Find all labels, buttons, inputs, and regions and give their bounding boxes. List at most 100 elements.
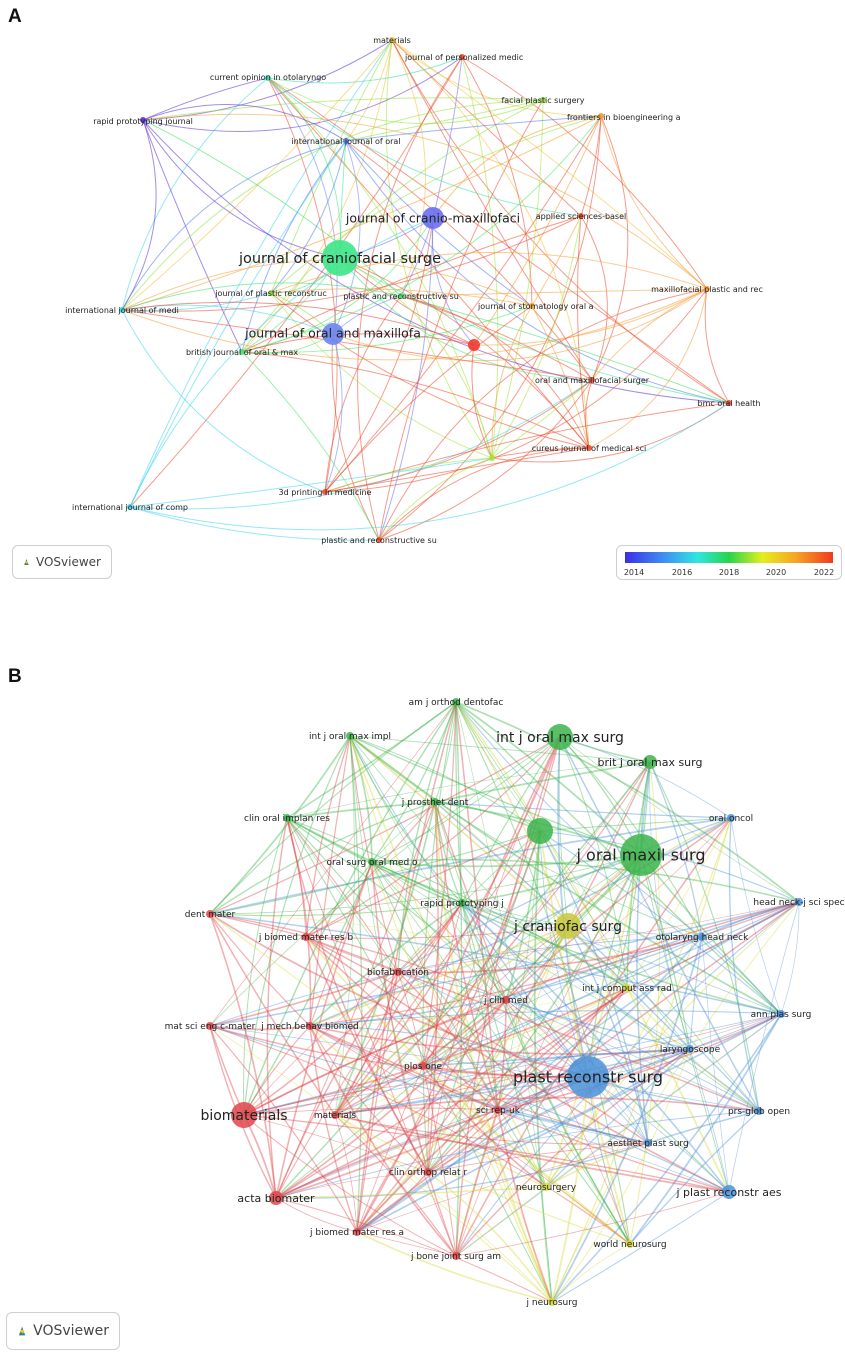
citation-link	[324, 447, 590, 493]
co-citation-link	[728, 817, 760, 1112]
journal-node[interactable]	[468, 339, 480, 351]
co-citation-link	[275, 1110, 760, 1199]
journal-node[interactable]	[119, 307, 125, 313]
journal-node[interactable]	[398, 293, 404, 299]
journal-node[interactable]	[777, 1010, 785, 1018]
journal-node[interactable]	[452, 698, 460, 706]
journal-node[interactable]	[322, 489, 328, 495]
co-citation-link	[455, 701, 541, 832]
journal-node[interactable]	[547, 724, 573, 750]
co-citation-link	[309, 936, 703, 1027]
journal-node[interactable]	[206, 910, 214, 918]
co-citation-link	[701, 901, 800, 938]
co-citation-link	[209, 902, 463, 917]
co-citation-link	[455, 1013, 782, 1257]
journal-node[interactable]	[206, 1022, 214, 1030]
co-citation-link	[455, 736, 561, 1257]
journal-node[interactable]	[502, 996, 510, 1004]
journal-node[interactable]	[431, 798, 439, 806]
journal-node[interactable]	[302, 933, 310, 941]
journal-node[interactable]	[239, 349, 245, 355]
citation-link	[345, 140, 730, 404]
journal-node[interactable]	[529, 303, 535, 309]
journal-node[interactable]	[265, 75, 271, 81]
journal-node[interactable]	[394, 968, 402, 976]
journal-node[interactable]	[140, 117, 146, 123]
journal-node[interactable]	[623, 984, 631, 992]
journal-node[interactable]	[643, 755, 657, 769]
journal-node[interactable]	[231, 1102, 257, 1128]
journal-node[interactable]	[727, 814, 735, 822]
journal-node[interactable]	[424, 1168, 432, 1176]
co-citation-link	[209, 1025, 649, 1144]
citation-link	[121, 288, 708, 361]
journal-node[interactable]	[422, 207, 444, 229]
journal-node[interactable]	[459, 54, 465, 60]
journal-node[interactable]	[268, 290, 274, 296]
co-citation-link	[640, 854, 782, 1015]
journal-node[interactable]	[283, 814, 291, 822]
journal-node[interactable]	[331, 1111, 339, 1119]
co-citation-link	[356, 701, 457, 1233]
journal-node[interactable]	[586, 445, 592, 451]
journal-node[interactable]	[489, 455, 495, 461]
journal-node[interactable]	[494, 1106, 502, 1114]
co-citation-link	[243, 701, 457, 1116]
journal-node[interactable]	[322, 240, 358, 276]
co-citation-link	[636, 761, 651, 1144]
journal-node[interactable]	[269, 1191, 283, 1205]
journal-node[interactable]	[620, 834, 662, 876]
journal-node[interactable]	[755, 1107, 763, 1115]
co-citation-link	[334, 925, 569, 1116]
journal-node[interactable]	[368, 858, 376, 866]
co-citation-link	[334, 830, 541, 1116]
citation-link	[339, 257, 493, 459]
journal-node[interactable]	[598, 113, 604, 119]
journal-node[interactable]	[343, 138, 349, 144]
journal-node[interactable]	[698, 933, 706, 941]
journal-node[interactable]	[626, 1240, 634, 1248]
citation-link	[461, 56, 499, 459]
journal-node[interactable]	[389, 37, 395, 43]
co-citation-link	[243, 1114, 730, 1193]
journal-node[interactable]	[353, 1228, 361, 1236]
journal-node[interactable]	[458, 899, 466, 907]
journal-node[interactable]	[686, 1045, 694, 1053]
co-citation-link	[497, 987, 628, 1111]
journal-node[interactable]	[548, 1298, 556, 1306]
co-citation-link	[434, 761, 651, 803]
journal-label: journal of stomatology oral a	[477, 302, 594, 311]
journal-node[interactable]	[704, 286, 710, 292]
journal-node[interactable]	[127, 504, 133, 510]
journal-node[interactable]	[567, 1056, 609, 1098]
co-citation-link	[455, 701, 463, 904]
journal-node[interactable]	[306, 1022, 314, 1030]
journal-node[interactable]	[555, 913, 581, 939]
journal-node[interactable]	[722, 1185, 736, 1199]
journal-node[interactable]	[452, 1252, 460, 1260]
journal-node[interactable]	[540, 97, 546, 103]
co-citation-link	[533, 830, 553, 1303]
journal-node[interactable]	[527, 818, 553, 844]
co-citation-link	[371, 861, 507, 1001]
journal-node[interactable]	[346, 732, 354, 740]
co-citation-link	[427, 761, 651, 1173]
journal-node[interactable]	[726, 400, 732, 406]
journal-node[interactable]	[376, 537, 382, 543]
journal-node[interactable]	[542, 1183, 550, 1191]
co-citation-link	[209, 913, 631, 1245]
co-citation-link	[349, 735, 547, 1188]
journal-node[interactable]	[419, 1062, 427, 1070]
co-citation-link	[422, 854, 642, 1067]
co-citation-link	[689, 936, 703, 1050]
citation-link	[241, 351, 380, 541]
journal-node[interactable]	[589, 377, 595, 383]
journal-node[interactable]	[644, 1139, 652, 1147]
journal-node[interactable]	[795, 898, 803, 906]
journal-node[interactable]	[322, 323, 344, 345]
journal-node[interactable]	[578, 213, 584, 219]
co-citation-link	[349, 735, 628, 989]
co-citation-link	[780, 901, 800, 1015]
